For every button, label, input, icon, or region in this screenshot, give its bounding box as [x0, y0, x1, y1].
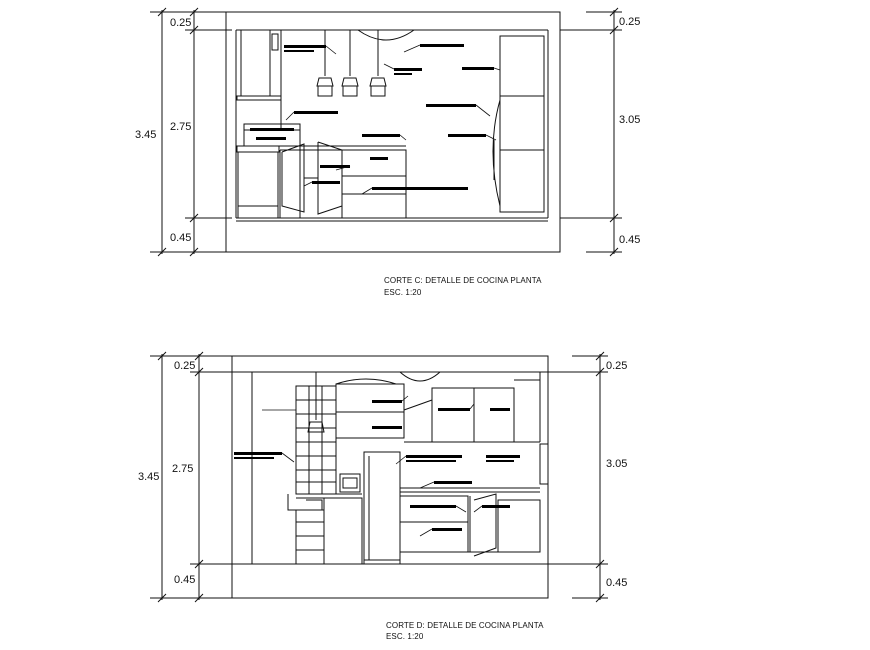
- callout-label: [434, 481, 472, 484]
- upper-cabinets: [335, 371, 541, 443]
- callout-label: [234, 452, 282, 455]
- tiled-wall-panel: [295, 372, 337, 495]
- pendant-lamps: [316, 29, 415, 97]
- callout-label: [372, 400, 402, 403]
- callout-label: [410, 505, 456, 508]
- callout-label: [448, 134, 486, 137]
- corte-c-scale: ESC. 1:20: [384, 288, 422, 297]
- leader-lines: [262, 44, 501, 537]
- callout-label: [256, 137, 286, 140]
- callout-label: [394, 73, 412, 75]
- base-cabinet-left: [236, 145, 280, 219]
- dim-c-right-top: 0.25: [619, 16, 640, 28]
- callout-label: [462, 67, 494, 70]
- sink-column: [287, 493, 363, 565]
- dim-c-right-bottom: 0.45: [619, 234, 640, 246]
- callout-label: [438, 408, 470, 411]
- dim-d-right-middle: 3.05: [606, 458, 627, 470]
- corte-c-title: CORTE C: DETALLE DE COCINA PLANTA: [384, 276, 542, 285]
- callout-label: [394, 68, 422, 71]
- upper-cabinet-left: [236, 29, 282, 130]
- callout-label: [370, 157, 388, 160]
- dim-d-right-bottom: 0.45: [606, 577, 627, 589]
- dim-c-left-total: 3.45: [135, 129, 156, 141]
- callout-label: [284, 45, 326, 48]
- tall-cabinet-right: [492, 35, 545, 213]
- callout-label: [486, 455, 520, 458]
- corte-d-scale: ESC. 1:20: [386, 632, 424, 641]
- callout-label: [432, 528, 462, 531]
- callout-label: [482, 505, 510, 508]
- callout-label: [406, 460, 456, 462]
- base-cabinets-right: [399, 443, 549, 557]
- dim-d-right-top: 0.25: [606, 360, 627, 372]
- dim-c-left-top: 0.25: [170, 17, 191, 29]
- callout-label: [486, 460, 514, 462]
- base-cabinet-center: [279, 141, 407, 219]
- callout-label: [362, 134, 400, 137]
- callout-label: [406, 455, 462, 458]
- corte-c-dimension-labels: 0.25 2.75 3.45 0.45 0.25 3.05 0.45: [135, 16, 640, 246]
- dim-c-left-bottom: 0.45: [170, 232, 191, 244]
- dim-c-right-middle: 3.05: [619, 114, 640, 126]
- dim-d-left-total: 3.45: [138, 471, 159, 483]
- callout-label: [312, 181, 340, 184]
- callout-label: [294, 111, 338, 114]
- callout-label: [234, 457, 274, 459]
- callout-label: [490, 408, 510, 411]
- callout-label: [284, 50, 314, 52]
- corte-c-elevation: [150, 7, 622, 257]
- callout-label-blocks: [234, 44, 520, 531]
- callout-label: [320, 165, 350, 168]
- dim-c-left-middle: 2.75: [170, 121, 191, 133]
- corte-d-right-dimension: [548, 351, 608, 603]
- corte-d-title: CORTE D: DETALLE DE COCINA PLANTA: [386, 621, 544, 630]
- corte-c-left-dimension: [150, 7, 232, 257]
- callout-label: [426, 104, 476, 107]
- corte-c-right-dimension: [560, 7, 622, 257]
- refrigerator: [363, 451, 401, 565]
- corte-d-dimension-labels: 0.25 2.75 3.45 0.45 0.25 3.05 0.45: [138, 360, 627, 589]
- dim-d-left-top: 0.25: [174, 360, 195, 372]
- callout-label: [372, 187, 468, 190]
- corte-d-elevation: [150, 351, 608, 603]
- callout-label: [372, 426, 402, 429]
- oven: [339, 473, 361, 493]
- callout-label: [250, 128, 294, 131]
- dim-d-left-middle: 2.75: [172, 463, 193, 475]
- corte-d-frame: [231, 355, 549, 599]
- corte-d-left-dimension: [150, 351, 236, 603]
- corte-c-frame: [225, 11, 561, 253]
- callout-label: [420, 44, 464, 47]
- dim-d-left-bottom: 0.45: [174, 574, 195, 586]
